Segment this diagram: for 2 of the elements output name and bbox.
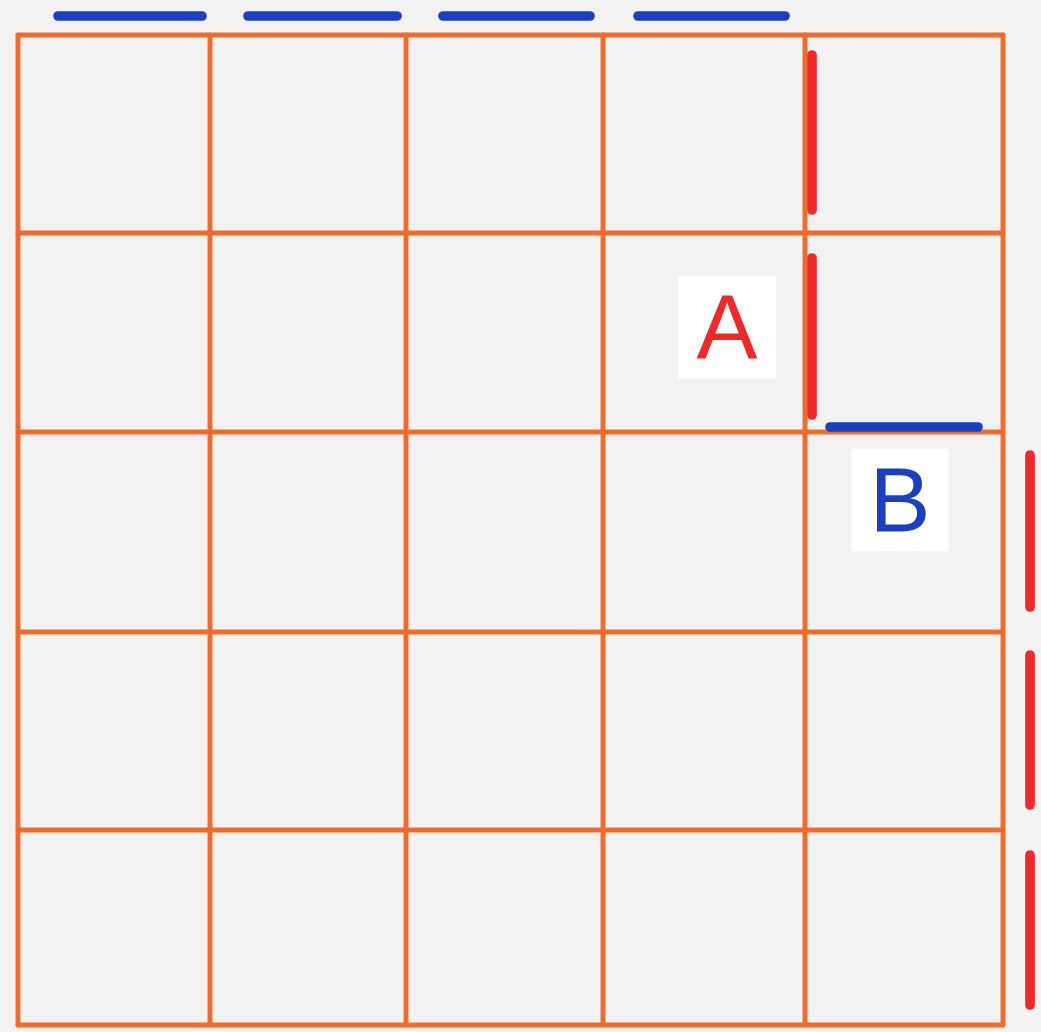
letter-label: A xyxy=(678,275,776,379)
letter-label: B xyxy=(851,448,949,552)
